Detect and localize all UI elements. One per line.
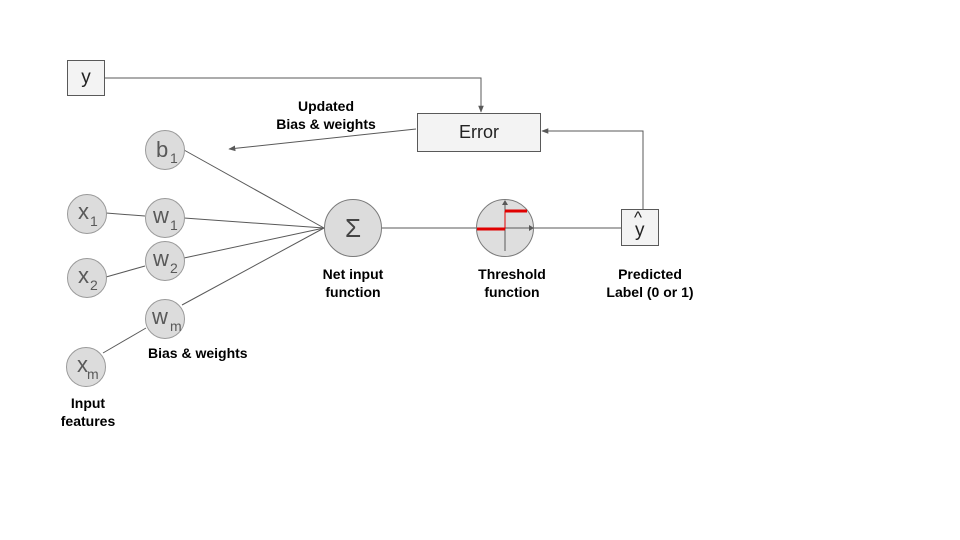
target-y-box: y (67, 60, 105, 96)
net-input-label: Net input function (308, 265, 398, 301)
w2-symbol: w (153, 246, 169, 271)
yhat-symbol: y (635, 220, 645, 241)
edge-b1-sum (183, 149, 325, 229)
wm-symbol: w (152, 304, 168, 329)
yhat-hat: ^ (634, 208, 642, 227)
updated-line2: Bias & weights (276, 116, 376, 132)
w1-symbol: w (153, 203, 169, 228)
bias-node-b1: b 1 (145, 130, 185, 170)
error-box: Error (417, 113, 541, 152)
edge-w1-sum (183, 217, 325, 229)
input-node-xm: x m (66, 347, 106, 387)
net-input-sum-node: Σ (324, 199, 382, 257)
edge-prediction-error (541, 128, 644, 209)
bias-weights-label: Bias & weights (148, 345, 248, 361)
prediction-line1: Predicted (618, 266, 682, 282)
x1-symbol: x (78, 199, 89, 224)
input-features-label: Input features (48, 394, 128, 430)
updated-line1: Updated (298, 98, 354, 114)
error-label: Error (459, 122, 499, 142)
step-function-icon (477, 200, 534, 251)
x2-symbol: x (78, 263, 89, 288)
net-input-line1: Net input (322, 266, 384, 282)
net-input-line2: function (325, 284, 381, 300)
edge-target-error (105, 77, 484, 113)
input-node-x1: x 1 (67, 194, 107, 234)
prediction-label: Predicted Label (0 or 1) (590, 265, 710, 301)
wm-subscript: m (170, 318, 182, 334)
prediction-line2: Label (0 or 1) (606, 284, 694, 300)
edge-wm-sum (181, 227, 325, 306)
xm-subscript: m (87, 366, 99, 382)
edge-w2-sum (183, 227, 325, 259)
x1-subscript: 1 (90, 213, 98, 229)
b1-symbol: b (156, 137, 169, 162)
input-label-line2: features (60, 413, 116, 429)
threshold-node (476, 199, 534, 257)
w2-subscript: 2 (170, 260, 178, 276)
weight-node-w2: w 2 (145, 241, 185, 281)
xm-symbol: x (77, 352, 88, 377)
threshold-line1: Threshold (478, 266, 546, 282)
b1-subscript: 1 (170, 150, 178, 166)
edge-x2-w2 (105, 265, 146, 278)
target-y-symbol: y (81, 67, 91, 88)
edge-update-arrow (228, 128, 417, 152)
input-label-line1: Input (70, 395, 106, 411)
w1-subscript: 1 (170, 217, 178, 233)
weight-node-wm: w m (145, 299, 185, 339)
x2-subscript: 2 (90, 277, 98, 293)
edge-xm-wm (102, 327, 147, 354)
threshold-line2: function (484, 284, 540, 300)
weight-node-w1: w 1 (145, 198, 185, 238)
prediction-yhat-box: ^ y (621, 208, 659, 246)
sigma-symbol: Σ (344, 212, 362, 243)
input-node-x2: x 2 (67, 258, 107, 298)
updated-weights-label: Updated Bias & weights (260, 97, 392, 133)
edge-x1-w1 (105, 212, 146, 217)
threshold-label: Threshold function (462, 265, 562, 301)
